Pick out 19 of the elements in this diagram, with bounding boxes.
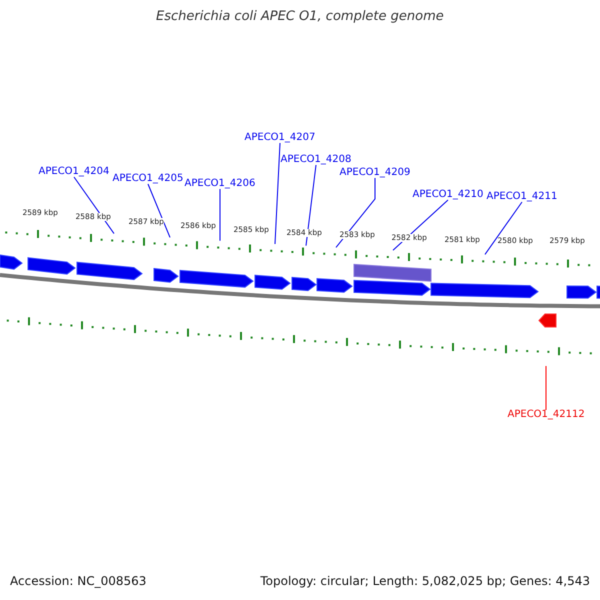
leader-line [336, 178, 376, 248]
gene-label: APECO1_4207 [244, 133, 316, 143]
gene-label: APECO1_4206 [184, 179, 256, 189]
gene-label: APECO1_4208 [280, 155, 352, 165]
gene-label: APECO1_4210 [412, 190, 484, 200]
title: Escherichia coli APEC O1, complete genome [156, 10, 444, 23]
gene-label: APECO1_4209 [340, 168, 410, 178]
genome-info-text: Topology: circular; Length: 5,082,025 bp; Genes: 4,543 [260, 575, 590, 587]
gene-label: APECO1_4205 [112, 174, 184, 184]
leader-line [274, 142, 280, 244]
gene-label: APECO1_4204 [38, 167, 110, 177]
leader-line [306, 164, 316, 246]
gene-label: APECO1_42112 [508, 410, 585, 420]
accession-text: Accession: NC_008563 [10, 575, 146, 587]
leader-line [392, 200, 448, 251]
leader-line [484, 202, 522, 255]
leader-line [74, 176, 114, 234]
gene-label: APECO1_4211 [486, 192, 558, 202]
leader-line [148, 184, 170, 238]
